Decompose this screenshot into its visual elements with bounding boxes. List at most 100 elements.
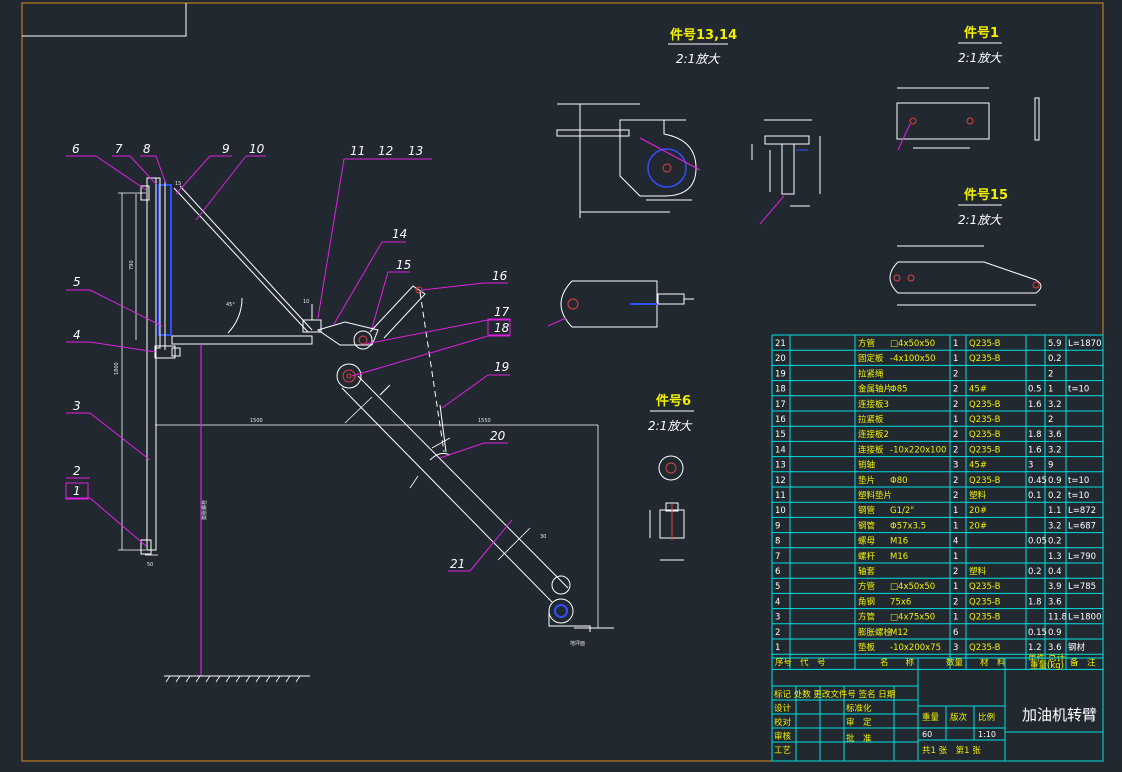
bom-cell-material: Q235-B (969, 643, 1001, 653)
detail-13-14: 件号13,14 2:1放大 (556, 27, 737, 218)
callout-1: 1 (73, 484, 81, 498)
row-label-check: 校对 (774, 717, 792, 728)
bom-cell-material: Q235-B (969, 400, 1001, 410)
bom-cell-no: 18 (775, 385, 786, 395)
bom-cell-no: 14 (775, 445, 786, 455)
bom-cell-qty: 2 (953, 476, 958, 486)
bom-cell-spec: □4x50x50 (890, 582, 935, 592)
bom-cell-name: 销轴 (858, 460, 875, 471)
bom-cell-w1: 0.5 (1028, 385, 1042, 395)
bom-cell-w2: 3.6 (1048, 597, 1062, 607)
detail-1-title: 件号1 (964, 25, 999, 41)
bom-cell-name: 螺杆 (858, 551, 876, 562)
detail-flange (751, 119, 821, 225)
dim-790: 790 (129, 260, 135, 270)
row-label-review: 审核 (774, 731, 792, 742)
bom-cell-no: 13 (775, 461, 786, 471)
bom-cell-w2: 1.3 (1048, 552, 1062, 562)
bom-cell-no: 10 (775, 506, 786, 516)
diagonal-brace (173, 187, 309, 333)
bom-cell-no: 9 (775, 521, 780, 531)
bom-cell-name: 拉紧板 (858, 414, 884, 425)
callout-4: 4 (73, 328, 81, 342)
bom-cell-spec: 75x6 (890, 597, 911, 607)
callout-17: 17 (494, 305, 510, 319)
vertical-tube (146, 177, 157, 551)
callout-11: 11 (350, 144, 365, 158)
callout-15: 15 (396, 258, 411, 272)
bom-cell-remark: t=10 (1068, 476, 1089, 486)
bom-cell-qty: 2 (953, 385, 958, 395)
bom-cell-no: 21 (775, 339, 786, 349)
bom-cell-w2: 3.6 (1048, 643, 1062, 653)
bom-cell-qty: 1 (953, 506, 958, 516)
scale-value: 1:10 (978, 730, 996, 739)
detail-15-title: 件号15 (964, 187, 1008, 203)
bom-cell-w1: 0.1 (1028, 491, 1042, 501)
bom-cell-spec: Φ57x3.5 (890, 521, 926, 531)
bom-cell-qty: 2 (953, 430, 958, 440)
detail-15-scale: 2:1放大 (958, 213, 1002, 227)
scale-label: 比例 (978, 712, 995, 723)
bom-cell-name: 固定板 (858, 353, 884, 364)
bom-cell-name: 钢管 (858, 505, 875, 516)
detail-13-14-title: 件号13,14 (670, 27, 737, 43)
detail-6: 件号6 2:1放大 (648, 393, 694, 561)
bom-cell-name: 连接板3 (858, 399, 889, 410)
bom-cell-qty: 1 (953, 354, 958, 364)
bom-cell-material: 20# (969, 521, 987, 531)
bom-cell-material: Q235-B (969, 445, 1001, 455)
bom-header-w2: 总计 (1048, 653, 1066, 664)
bom-cell-name: 金属轴片 (858, 384, 892, 395)
bom-cell-qty: 1 (953, 415, 958, 425)
rev-header: 标记 处数 更改文件号 签名 日期 (774, 689, 895, 700)
bom-cell-name: 螺母 (858, 536, 875, 547)
detail-6-title: 件号6 (656, 393, 691, 409)
bom-cell-spec: -10x200x75 (890, 643, 941, 653)
bom-cell-spec: M16 (890, 537, 908, 547)
tension-cable (419, 291, 445, 453)
bom-cell-w1: 1.6 (1028, 400, 1042, 410)
bom-cell-w2: 3.6 (1048, 430, 1062, 440)
bom-cell-spec: M16 (890, 552, 908, 562)
bom-cell-qty: 2 (953, 567, 958, 577)
callout-8: 8 (143, 142, 151, 156)
row-label-design: 设计 (774, 703, 792, 714)
bom-cell-w2: 2 (1048, 415, 1053, 425)
detail-6-scale: 2:1放大 (648, 419, 692, 433)
bom-cell-name: 连接板2 (858, 429, 889, 440)
bom-cell-qty: 2 (953, 597, 958, 607)
bom-cell-no: 11 (775, 491, 786, 501)
callout-5: 5 (73, 275, 81, 289)
bom-cell-w1: 1.6 (1028, 445, 1042, 455)
bom-cell-remark: 钢材 (1068, 642, 1086, 653)
dim-50: 50 (147, 562, 153, 568)
bom-cell-name: 方管 (858, 612, 875, 623)
bom-cell-no: 7 (775, 552, 780, 562)
bom-cell-name: 角钢 (858, 596, 875, 607)
bom-cell-remark: t=10 (1068, 491, 1089, 501)
bom-cell-spec: -4x100x50 (890, 354, 936, 364)
sheets-label: 共1 张 第1 张 (922, 745, 981, 756)
bom-cell-spec: M12 (890, 628, 908, 638)
bom-cell-spec: Φ85 (890, 385, 908, 395)
row-label-process: 工艺 (774, 746, 791, 756)
bom-cell-w2: 1.1 (1048, 506, 1062, 516)
dim-30: 30 (540, 534, 546, 540)
dim-1500: 1500 (250, 418, 263, 424)
bom-header-w1: 单件 (1028, 653, 1046, 664)
detail-13-14-scale: 2:1放大 (676, 52, 720, 66)
bom-cell-w2: 0.2 (1048, 537, 1062, 547)
bom-cell-qty: 6 (953, 628, 958, 638)
bom-cell-no: 5 (775, 582, 780, 592)
bom-cell-w2: 2 (1048, 369, 1053, 379)
bom-cell-w2: 0.2 (1048, 354, 1062, 364)
weight-value: 60 (922, 730, 932, 739)
dim-10: 10 (303, 299, 309, 305)
bom-cell-qty: 3 (953, 461, 958, 471)
title-block: 加油机转臂 标记 处数 更改文件号 签名 日期 标记 设计 校对 审核 工艺 标… (771, 657, 1104, 762)
bom-cell-w1: 3 (1028, 461, 1033, 471)
detail-15: 件号15 2:1放大 (889, 187, 1042, 306)
dim-1800: 1800 (114, 362, 120, 375)
